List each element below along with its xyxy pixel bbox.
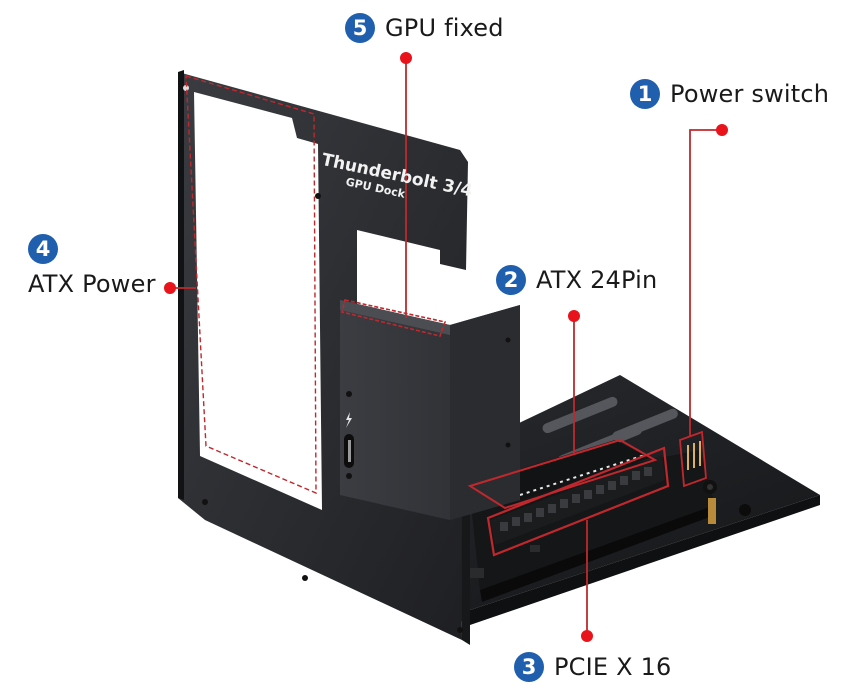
- pcie-outline: [486, 446, 670, 557]
- callout-power-switch: 1 Power switch: [630, 79, 829, 109]
- callout-badge: 2: [496, 265, 526, 295]
- atx-power-outline: [185, 75, 317, 495]
- atx24-outline: [467, 438, 658, 510]
- callout-label: Power switch: [670, 80, 830, 108]
- callout-label: ATX Power: [28, 270, 156, 298]
- callout-badge: 5: [345, 13, 375, 43]
- callout-atx-power: 4 ATX Power: [28, 234, 156, 298]
- callout-label: ATX 24Pin: [536, 266, 658, 294]
- thunderbolt-icon: [346, 412, 352, 428]
- frame-plate: [178, 70, 470, 645]
- callout-label: PCIE X 16: [554, 653, 672, 681]
- thunderbolt-port: [344, 391, 354, 479]
- callout-badge: 1: [630, 79, 660, 109]
- callout-badge: 4: [28, 234, 58, 264]
- callout-label: GPU fixed: [385, 14, 504, 42]
- pcb-board: [470, 440, 717, 602]
- callout-gpu-fixed: 5 GPU fixed: [345, 13, 504, 43]
- gpu-fixed-outline: [341, 299, 447, 337]
- callout-atx-24pin: 2 ATX 24Pin: [496, 265, 657, 295]
- power-switch-outline: [679, 430, 707, 488]
- callout-badge: 3: [514, 652, 544, 682]
- gpu-bracket-box: [340, 300, 520, 520]
- callout-pcie-x16: 3 PCIE X 16: [514, 652, 672, 682]
- leader-lines: [164, 52, 728, 642]
